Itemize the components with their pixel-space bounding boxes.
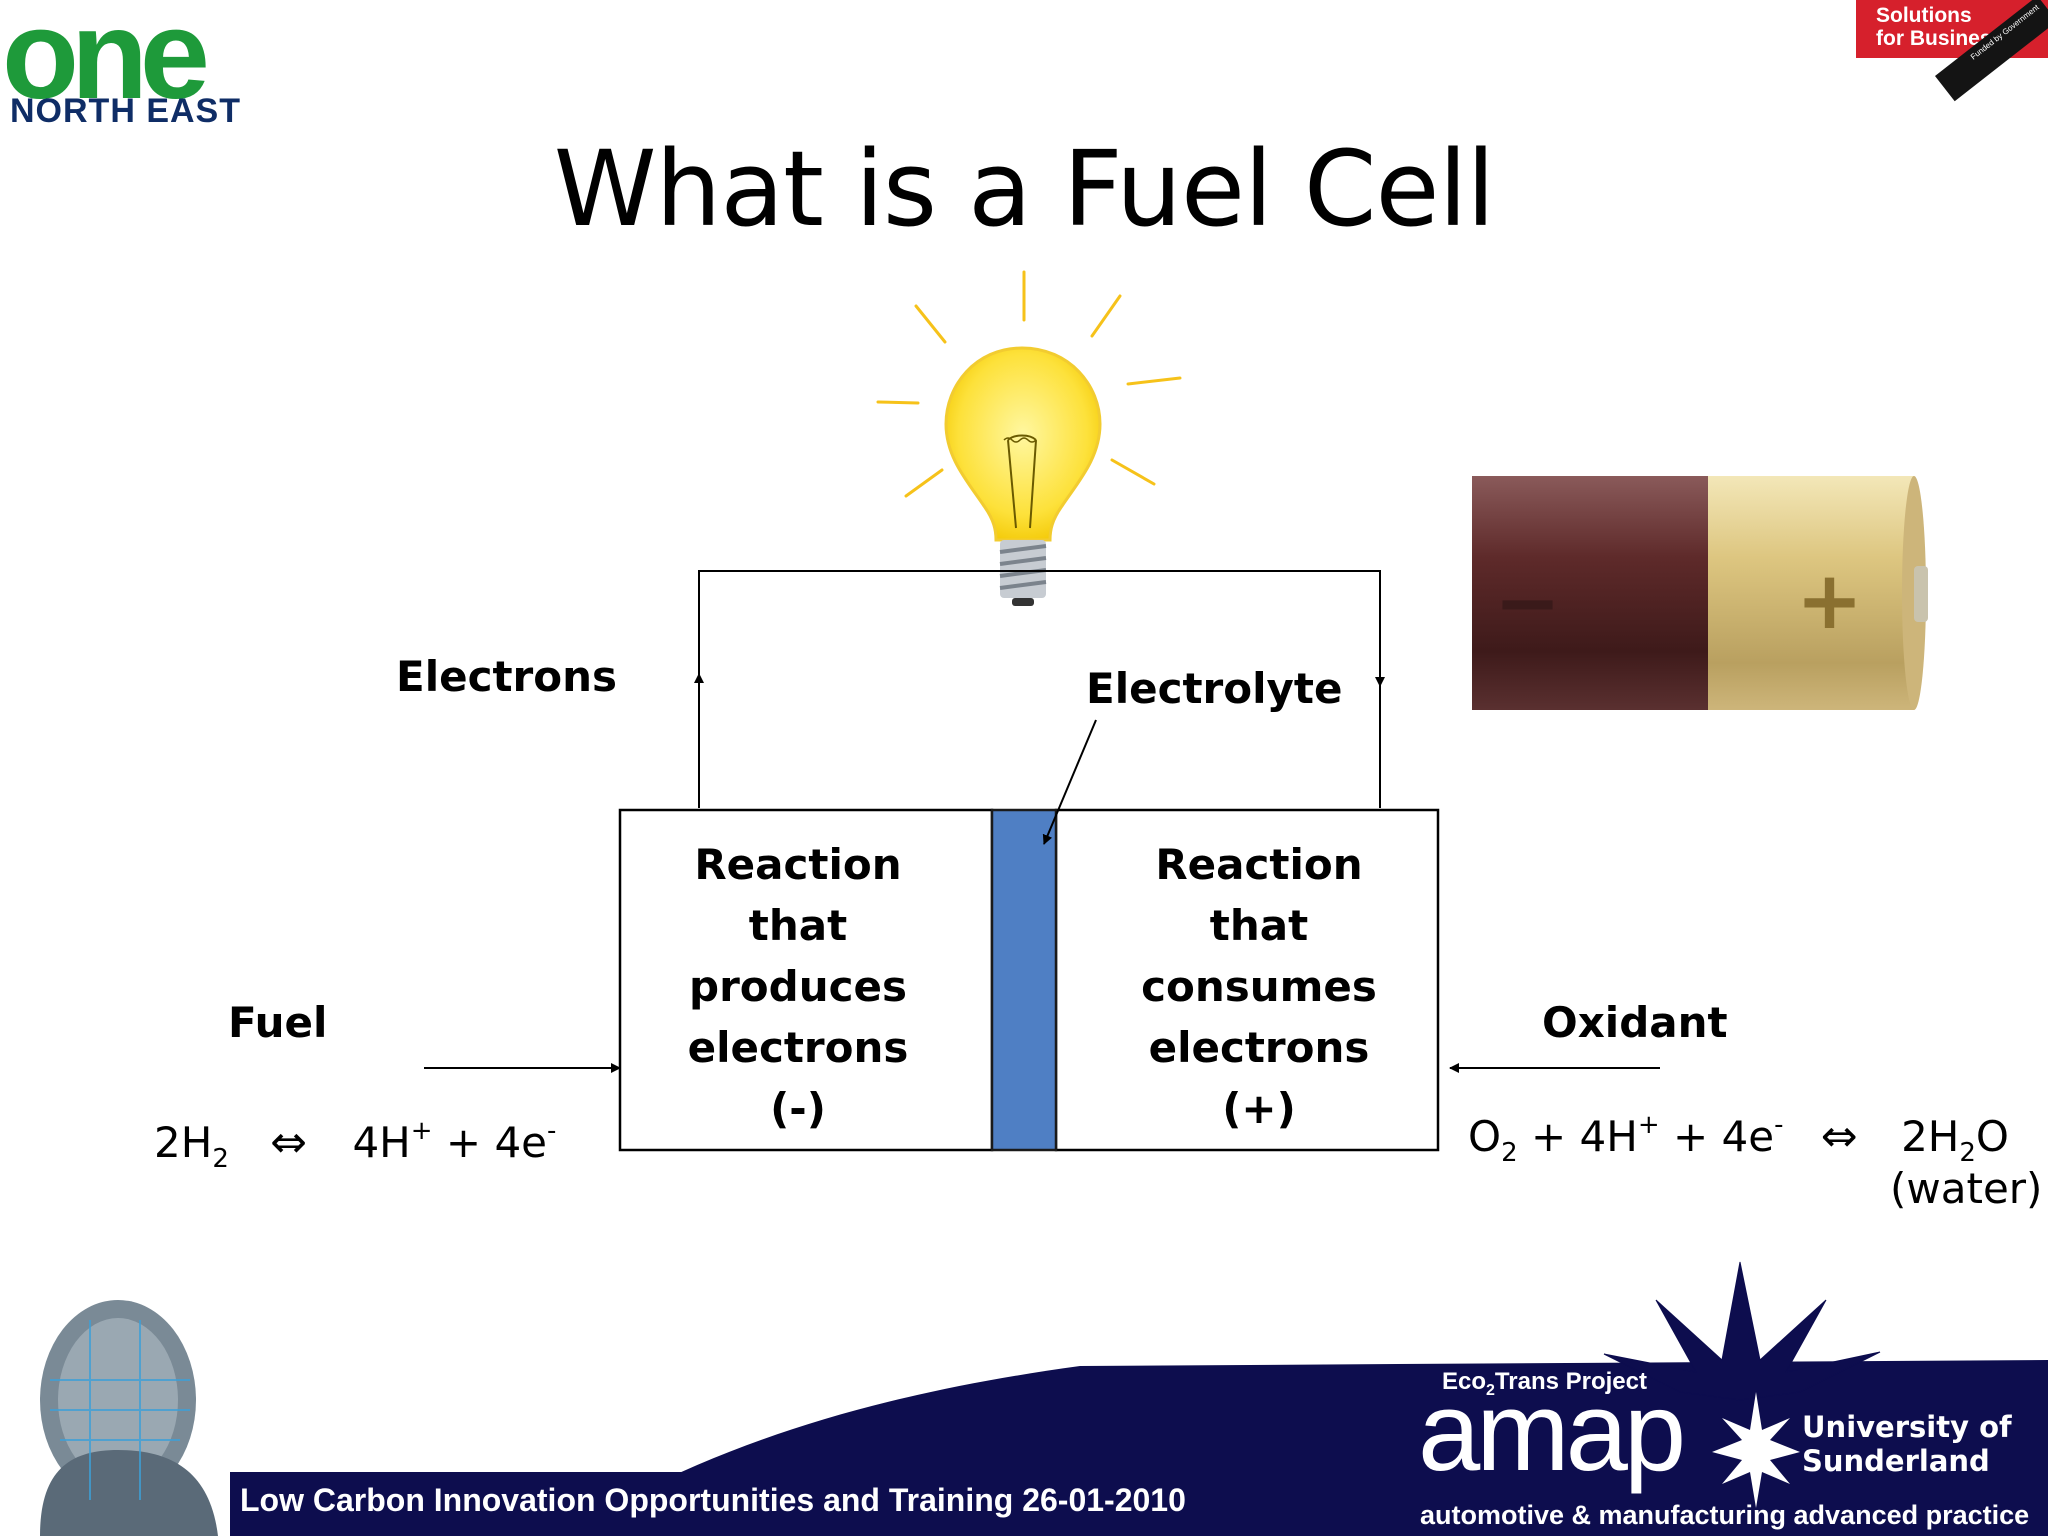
slide-title: What is a Fuel Cell [553, 128, 1496, 250]
solutions-for-business-text: Solutions for Business [1876, 4, 2003, 50]
electrolyte-pointer-arrow [1042, 719, 1097, 845]
label-fuel: Fuel [228, 998, 328, 1047]
double-arrow-icon: ⇔ [1820, 1111, 1858, 1162]
cathode-equation: O2 + 4H+ + 4e- ⇔ 2H2O [1468, 1110, 2009, 1168]
cathode-line: (+) [1222, 1084, 1296, 1133]
battery-minus-sign: − [1494, 556, 1562, 649]
anode-line: Reaction [694, 840, 902, 889]
anode-line: that [748, 901, 848, 950]
one-north-east-logo-subtitle: NORTH EAST [10, 92, 241, 130]
battery-icon [1472, 476, 1928, 710]
cathode-line: that [1209, 901, 1309, 950]
amap-tagline: automotive & manufacturing advanced prac… [1420, 1500, 2030, 1530]
anode-line: (-) [770, 1084, 826, 1133]
label-oxidant: Oxidant [1542, 998, 1728, 1047]
cathode-line: Reaction [1155, 840, 1363, 889]
electrolyte-membrane [990, 808, 1058, 1152]
anode-description: Reaction that produces electrons (-) [620, 834, 976, 1139]
digital-head-graphic [40, 1300, 218, 1536]
amap-logo: amap [1418, 1369, 1686, 1494]
cathode-line: consumes [1141, 962, 1377, 1011]
label-electrons: Electrons [396, 652, 618, 701]
water-note: (water) [1890, 1164, 2043, 1213]
university-of-sunderland-logo: University of Sunderland [1802, 1410, 2012, 1478]
eco2trans-project-label: Eco2Trans Project [1442, 1368, 1647, 1399]
cathode-description: Reaction that consumes electrons (+) [1064, 834, 1454, 1139]
footer-event-text: Low Carbon Innovation Opportunities and … [240, 1482, 1186, 1518]
university-star-icon [1712, 1392, 1800, 1508]
cathode-line: electrons [1148, 1023, 1370, 1072]
anode-equation: 2H2 ⇔ 4H+ + 4e- [154, 1116, 557, 1174]
label-electrolyte: Electrolyte [1086, 664, 1343, 713]
cathode-box [1054, 808, 1440, 1152]
badge-line-1: Solutions [1876, 4, 1972, 27]
university-starburst-logo [1603, 1261, 1881, 1401]
double-arrow-icon: ⇔ [270, 1117, 308, 1168]
anode-box [618, 808, 994, 1152]
badge-line-2: for Business [1876, 27, 2004, 50]
battery-plus-sign: + [1796, 554, 1864, 647]
light-rays [876, 270, 1182, 498]
anode-line: electrons [687, 1023, 909, 1072]
light-bulb-icon [944, 346, 1102, 606]
one-north-east-logo: one [2, 0, 210, 125]
anode-line: produces [689, 962, 907, 1011]
